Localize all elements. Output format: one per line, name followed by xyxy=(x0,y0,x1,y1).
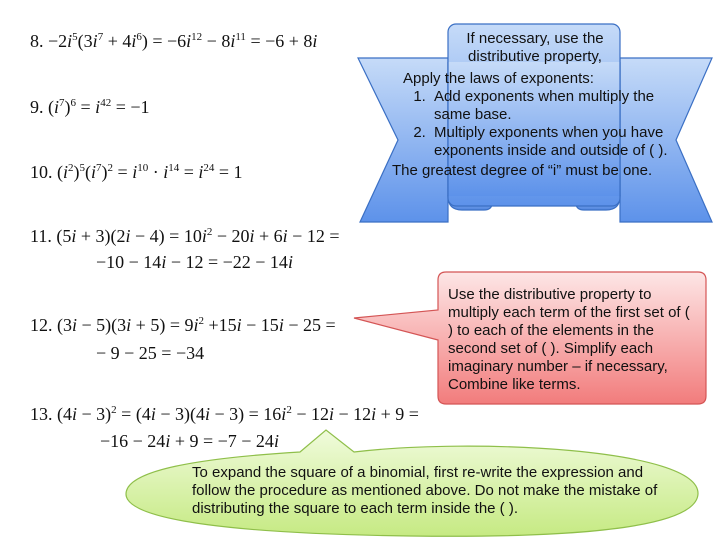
binomial-square-callout-text: To expand the square of a binomial, firs… xyxy=(192,464,658,517)
equation-13-line2: −16 − 24i + 9 = −7 − 24i xyxy=(100,431,279,451)
banner-scroll-text: If necessary, use the distributive prope… xyxy=(466,30,604,65)
equation-body: −2i5(3i7 + 4i6) = −6i12 − 8i11 = −6 + 8i xyxy=(48,31,318,51)
equation-body-line1: (5i + 3)(2i − 4) = 10i2 − 20i + 6i − 12 … xyxy=(56,226,340,246)
equation-number: 8. xyxy=(30,31,44,51)
exponent-laws-list: Add exponents when multiply the same bas… xyxy=(392,88,692,160)
equation-number: 10. xyxy=(30,162,53,182)
equation-body-line1: (3i − 5)(3i + 5) = 9i2 +15i − 15i − 25 = xyxy=(57,315,336,335)
equation-9: 9. (i7)6 = i42 = −1 xyxy=(30,96,150,118)
law-item: Multiply exponents when you have exponen… xyxy=(430,124,692,160)
equation-number: 9. xyxy=(30,97,44,117)
law-item: Add exponents when multiply the same bas… xyxy=(430,88,692,124)
equation-body-line1: (4i − 3)2 = (4i − 3)(4i − 3) = 16i2 − 12… xyxy=(57,404,419,424)
distributive-callout-text: Use the distributive property to multipl… xyxy=(448,286,690,393)
equation-body: (i2)5(i7)2 = i10 · i14 = i24 = 1 xyxy=(57,162,243,182)
banner-body: Apply the laws of exponents: Add exponen… xyxy=(392,70,692,180)
equation-body: (i7)6 = i42 = −1 xyxy=(48,97,150,117)
equation-11-line2: −10 − 14i − 12 = −22 − 14i xyxy=(96,252,293,272)
equation-number: 13. xyxy=(30,404,53,424)
equation-8: 8. −2i5(3i7 + 4i6) = −6i12 − 8i11 = −6 +… xyxy=(30,30,317,52)
banner-heading: Apply the laws of exponents: xyxy=(403,70,594,87)
equation-10: 10. (i2)5(i7)2 = i10 · i14 = i24 = 1 xyxy=(30,161,243,183)
equation-12-line2: − 9 − 25 = −34 xyxy=(96,343,205,363)
equation-number: 12. xyxy=(30,315,53,335)
equation-number: 11. xyxy=(30,226,52,246)
banner-footer: The greatest degree of “i” must be one. xyxy=(392,162,653,179)
equation-11: 11. (5i + 3)(2i − 4) = 10i2 − 20i + 6i −… xyxy=(30,225,339,247)
equation-13: 13. (4i − 3)2 = (4i − 3)(4i − 3) = 16i2 … xyxy=(30,403,419,425)
equation-12: 12. (3i − 5)(3i + 5) = 9i2 +15i − 15i − … xyxy=(30,314,336,336)
